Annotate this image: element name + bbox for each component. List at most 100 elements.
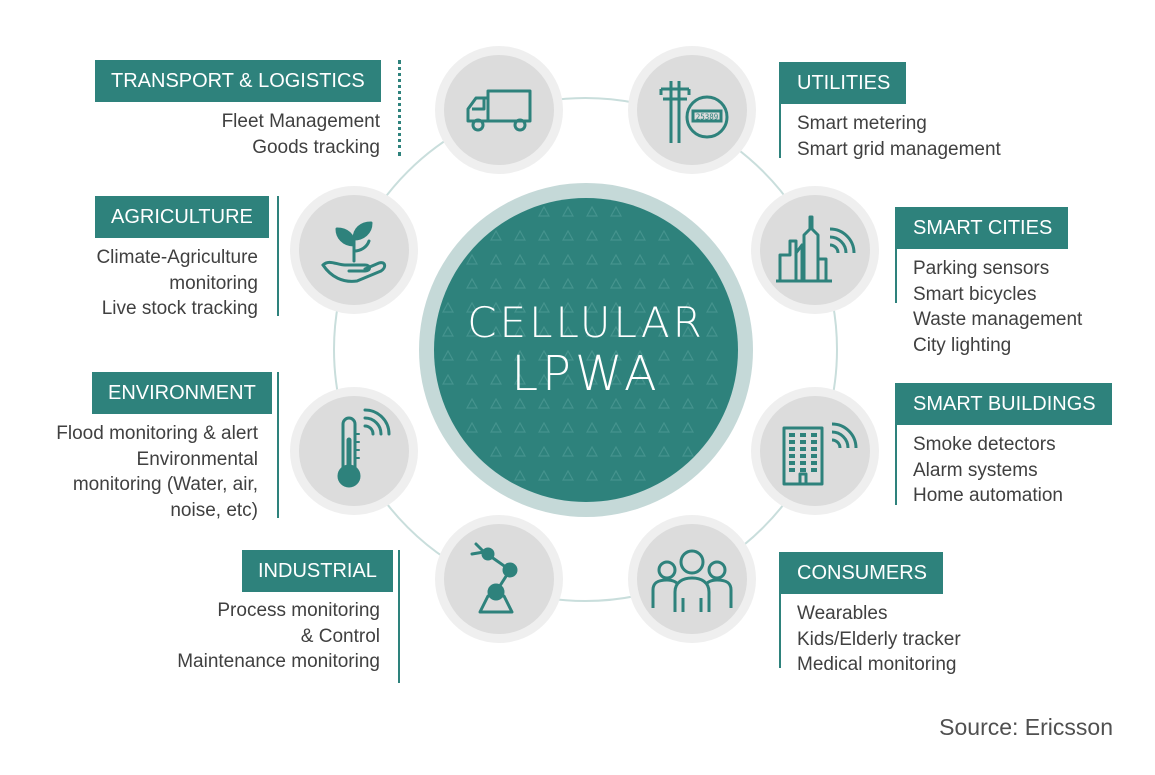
pattern-glyph bbox=[465, 253, 479, 265]
pattern-glyph bbox=[441, 373, 455, 385]
pattern-glyph bbox=[513, 253, 527, 265]
utilities-list: Smart metering Smart grid management bbox=[797, 111, 1001, 162]
pattern-glyph bbox=[609, 421, 623, 433]
window-glyph bbox=[800, 447, 806, 451]
pattern-glyph bbox=[633, 445, 647, 457]
center-title-line1: CELLULAR bbox=[467, 298, 705, 347]
pattern-glyph bbox=[513, 469, 527, 481]
pattern-glyph bbox=[465, 397, 479, 409]
industrial-list: Process monitoring & Control Maintenance… bbox=[177, 598, 380, 675]
list-item: Smart grid management bbox=[797, 138, 1001, 160]
smart-cities-divider bbox=[895, 207, 897, 303]
pattern-glyph bbox=[513, 325, 527, 337]
pattern-glyph bbox=[513, 373, 527, 385]
smart-cities-title: SMART CITIES bbox=[897, 207, 1069, 249]
pattern-glyph bbox=[585, 397, 599, 409]
window-glyph bbox=[789, 433, 795, 437]
industrial-title: INDUSTRIAL bbox=[242, 550, 393, 592]
source-credit: Source: Ericsson bbox=[939, 714, 1113, 740]
pattern-glyph bbox=[465, 277, 479, 289]
pattern-glyph bbox=[561, 229, 575, 241]
window-glyph bbox=[811, 447, 817, 451]
list-item: Flood monitoring & alert bbox=[56, 423, 258, 444]
pattern-glyph bbox=[561, 325, 575, 337]
pattern-glyph bbox=[705, 349, 719, 361]
pattern-glyph bbox=[609, 397, 623, 409]
pattern-glyph bbox=[465, 349, 479, 361]
pattern-glyph bbox=[561, 421, 575, 433]
pattern-glyph bbox=[465, 373, 479, 385]
pattern-glyph bbox=[585, 469, 599, 481]
agriculture-list: Climate-Agriculture monitoring Live stoc… bbox=[96, 245, 258, 322]
pattern-glyph bbox=[513, 445, 527, 457]
city-skyline-icon bbox=[776, 215, 856, 283]
pattern-glyph bbox=[489, 349, 503, 361]
pattern-glyph bbox=[633, 349, 647, 361]
window-glyph bbox=[800, 468, 806, 472]
consumers-list: Wearables Kids/Elderly tracker Medical m… bbox=[797, 601, 961, 678]
pattern-glyph bbox=[561, 373, 575, 385]
pattern-glyph bbox=[609, 373, 623, 385]
consumers-divider bbox=[779, 552, 781, 668]
pattern-glyph bbox=[537, 277, 551, 289]
pattern-glyph bbox=[561, 349, 575, 361]
smart-buildings-divider bbox=[895, 383, 897, 505]
list-item: Parking sensors bbox=[913, 258, 1050, 279]
pattern-glyph bbox=[513, 397, 527, 409]
pattern-glyph bbox=[633, 325, 647, 337]
pattern-glyph bbox=[633, 469, 647, 481]
pattern-glyph bbox=[585, 349, 599, 361]
list-item: Medical monitoring bbox=[797, 654, 957, 675]
window-glyph bbox=[811, 440, 817, 444]
building-icon bbox=[782, 422, 858, 486]
pattern-glyph bbox=[489, 253, 503, 265]
list-item: Alarm systems bbox=[913, 459, 1038, 481]
pattern-glyph bbox=[681, 421, 695, 433]
consumers-node bbox=[628, 515, 756, 643]
pattern-glyph bbox=[489, 325, 503, 337]
pattern-glyph bbox=[609, 229, 623, 241]
smart-cities-node bbox=[751, 186, 879, 314]
list-item: monitoring bbox=[169, 272, 258, 294]
thermometer-icon bbox=[337, 408, 391, 488]
transport-list: Fleet Management Goods tracking bbox=[222, 109, 380, 160]
pattern-glyph bbox=[489, 373, 503, 385]
agriculture-divider bbox=[277, 196, 279, 316]
window-glyph bbox=[811, 461, 817, 465]
pattern-glyph bbox=[441, 325, 455, 337]
pattern-glyph bbox=[657, 253, 671, 265]
utilities-divider bbox=[779, 62, 781, 158]
pattern-glyph bbox=[489, 301, 503, 313]
window-glyph bbox=[800, 433, 806, 437]
pattern-glyph bbox=[537, 445, 551, 457]
pattern-glyph bbox=[585, 445, 599, 457]
pattern-glyph bbox=[657, 301, 671, 313]
smart-cities-list: Parking sensors Smart bicycles Waste man… bbox=[913, 256, 1082, 358]
pattern-glyph bbox=[609, 469, 623, 481]
window-glyph bbox=[811, 433, 817, 437]
list-item: Environmental bbox=[136, 448, 258, 470]
pattern-glyph bbox=[585, 229, 599, 241]
smart-buildings-title: SMART BUILDINGS bbox=[897, 383, 1112, 425]
transport-title: TRANSPORT & LOGISTICS bbox=[95, 60, 381, 102]
pattern-glyph bbox=[513, 421, 527, 433]
environment-divider bbox=[277, 372, 279, 518]
icon-pattern-background bbox=[441, 205, 719, 481]
list-item: Kids/Elderly tracker bbox=[797, 628, 961, 650]
pattern-glyph bbox=[561, 445, 575, 457]
pattern-glyph bbox=[489, 277, 503, 289]
utilities-title: UTILITIES bbox=[781, 62, 907, 104]
pattern-glyph bbox=[609, 349, 623, 361]
pattern-glyph bbox=[489, 445, 503, 457]
list-item: & Control bbox=[300, 625, 380, 647]
pattern-glyph bbox=[513, 229, 527, 241]
pattern-glyph bbox=[537, 253, 551, 265]
pattern-glyph bbox=[705, 397, 719, 409]
pattern-glyph bbox=[537, 469, 551, 481]
truck-icon bbox=[466, 89, 532, 132]
pattern-glyph bbox=[585, 277, 599, 289]
pattern-glyph bbox=[585, 373, 599, 385]
pattern-glyph bbox=[609, 445, 623, 457]
pattern-glyph bbox=[681, 445, 695, 457]
pattern-glyph bbox=[561, 301, 575, 313]
